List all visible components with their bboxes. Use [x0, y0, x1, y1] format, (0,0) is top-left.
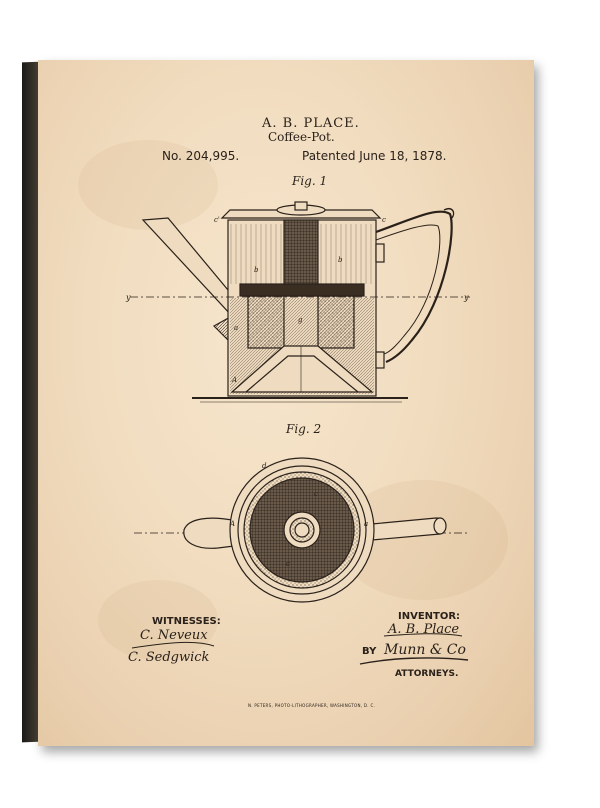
svg-text:c: c — [314, 490, 318, 498]
inventor-name: A. B. PLACE. — [262, 116, 360, 131]
attorneys-label: ATTORNEYS. — [395, 669, 459, 679]
svg-text:y: y — [463, 293, 469, 302]
patent-title: Coffee-Pot. — [268, 130, 335, 144]
patent-number: No. 204,995. — [162, 149, 240, 163]
witnesses-label: WITNESSES: — [152, 616, 221, 627]
witness-signature-2: C. Sedgwick — [128, 650, 210, 665]
fig1-coffee-pot: y y c' c b b a g A — [125, 201, 470, 403]
signature-flourishes — [131, 633, 469, 665]
inventor-label: INVENTOR: — [398, 611, 461, 622]
patent-date: Patented June 18, 1878. — [302, 149, 447, 163]
by-label: BY — [362, 646, 377, 657]
svg-text:y: y — [125, 293, 131, 302]
fig1-label: Fig. 1 — [292, 174, 328, 188]
svg-text:a: a — [364, 520, 368, 528]
svg-text:c: c — [382, 216, 386, 224]
svg-text:A: A — [229, 520, 235, 528]
svg-text:b: b — [254, 266, 259, 274]
svg-text:a: a — [234, 324, 238, 332]
witness-signature-1: C. Neveux — [140, 628, 208, 643]
paper-stain — [98, 580, 218, 660]
paper-stain — [78, 140, 218, 230]
svg-text:d: d — [262, 462, 267, 470]
svg-text:c: c — [286, 560, 290, 568]
fig2-label: Fig. 2 — [286, 422, 322, 436]
inventor-signature: A. B. Place — [388, 622, 460, 637]
svg-text:b: b — [338, 256, 343, 264]
svg-text:c': c' — [214, 216, 220, 224]
lithographer-imprint: N. PETERS, PHOTO-LITHOGRAPHER, WASHINGTO… — [248, 703, 376, 708]
canvas-print — [38, 60, 534, 746]
attorney-signature: Munn & Co — [384, 642, 466, 658]
svg-text:g: g — [298, 316, 303, 324]
svg-text:A: A — [231, 376, 237, 384]
fig2-top-view: d c A a c — [134, 457, 468, 603]
